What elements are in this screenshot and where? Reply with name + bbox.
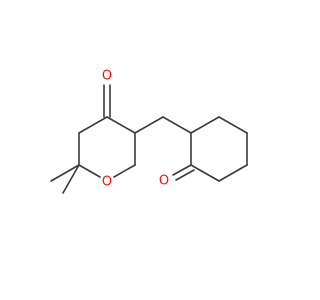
bond-ch2-cyclohexyl: [162, 116, 192, 134]
bond-c6-ch2: [134, 116, 164, 134]
bond-c4-methyl1: [50, 164, 80, 182]
bond-r6-o: [172, 164, 192, 176]
oxygen-ketone-ring-label: O: [102, 69, 112, 84]
bond-c2-c3: [78, 116, 108, 134]
oxygen-ether-label: O: [102, 175, 112, 190]
bond-r2-r3: [218, 116, 248, 134]
molecule-structure: O O O: [50, 69, 248, 194]
bond-r4-r5: [218, 164, 248, 182]
bond-r5-r6: [190, 164, 220, 182]
bond-c6-c2: [106, 116, 136, 134]
bond-c4-o: [78, 164, 101, 178]
bond-r6-o-double: [175, 169, 195, 181]
bond-c4-methyl2: [62, 164, 80, 194]
bond-r1-r2: [190, 116, 220, 134]
bond-o-c5: [113, 164, 136, 178]
oxygen-ketone-cyclohexyl-label: O: [159, 174, 169, 189]
molecule-canvas: O O O: [50, 68, 248, 194]
